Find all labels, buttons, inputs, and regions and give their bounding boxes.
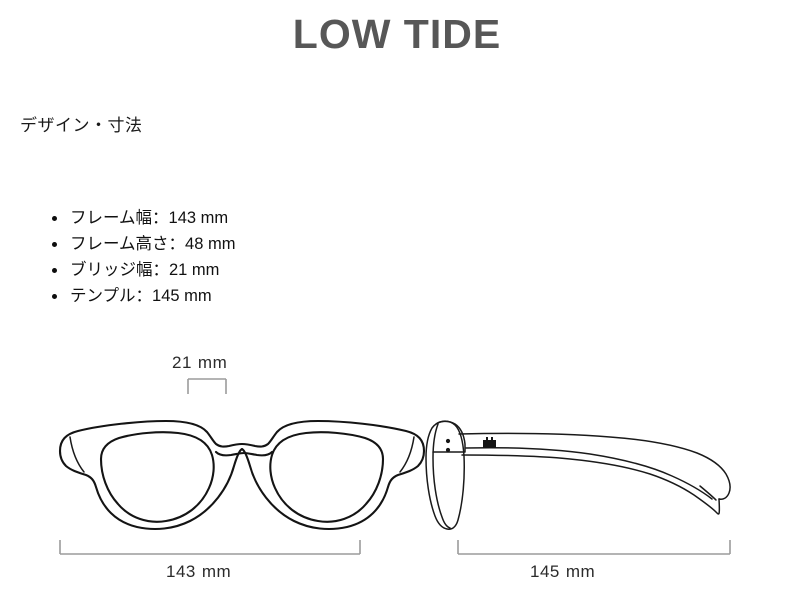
bridge-dimension-unit: mm <box>197 353 228 372</box>
spec-label: フレーム高さ： <box>70 235 186 253</box>
specification-list: フレーム幅：143 mm フレーム高さ：48 mm ブリッジ幅：21 mm テン… <box>36 205 235 309</box>
spec-value: 21 mm <box>169 261 220 279</box>
list-item: フレーム幅：143 mm <box>52 205 235 231</box>
sunglasses-side-view-drawing <box>425 420 731 530</box>
bullet-icon <box>52 294 57 299</box>
brand-logo-mark <box>483 437 496 448</box>
spec-label: ブリッジ幅： <box>70 261 169 279</box>
page-title: LOW TIDE <box>292 11 502 57</box>
bullet-icon <box>52 268 57 273</box>
temple-length-dimension-bracket <box>457 540 731 555</box>
list-item: ブリッジ幅：21 mm <box>52 257 235 283</box>
temple-length-dimension-value: 145 <box>530 562 560 581</box>
sunglasses-front-view-drawing <box>58 419 426 531</box>
hinge-dot-lower <box>445 447 451 453</box>
bridge-dimension-bracket <box>187 378 227 394</box>
spec-label: テンプル： <box>70 287 153 305</box>
list-item: テンプル：145 mm <box>52 283 235 309</box>
temple-length-dimension-label: 145 mm <box>530 562 595 582</box>
spec-value: 48 mm <box>185 235 236 253</box>
front-width-dimension-unit: mm <box>201 562 232 581</box>
front-width-dimension-bracket <box>59 540 361 555</box>
bullet-icon <box>52 216 57 221</box>
spec-label: フレーム幅： <box>70 209 169 227</box>
temple-length-dimension-unit: mm <box>565 562 596 581</box>
spec-value: 143 mm <box>168 209 229 227</box>
front-width-dimension-value: 143 <box>166 562 196 581</box>
list-item: フレーム高さ：48 mm <box>52 231 236 257</box>
bridge-dimension-label: 21 mm <box>172 353 227 373</box>
section-heading-design-dimensions: デザイン・寸法 <box>20 116 143 135</box>
hinge-dot-upper <box>445 438 451 444</box>
bridge-dimension-value: 21 <box>172 353 192 372</box>
spec-value: 145 mm <box>152 287 212 305</box>
front-width-dimension-label: 143 mm <box>166 562 231 582</box>
bullet-icon <box>52 242 57 247</box>
